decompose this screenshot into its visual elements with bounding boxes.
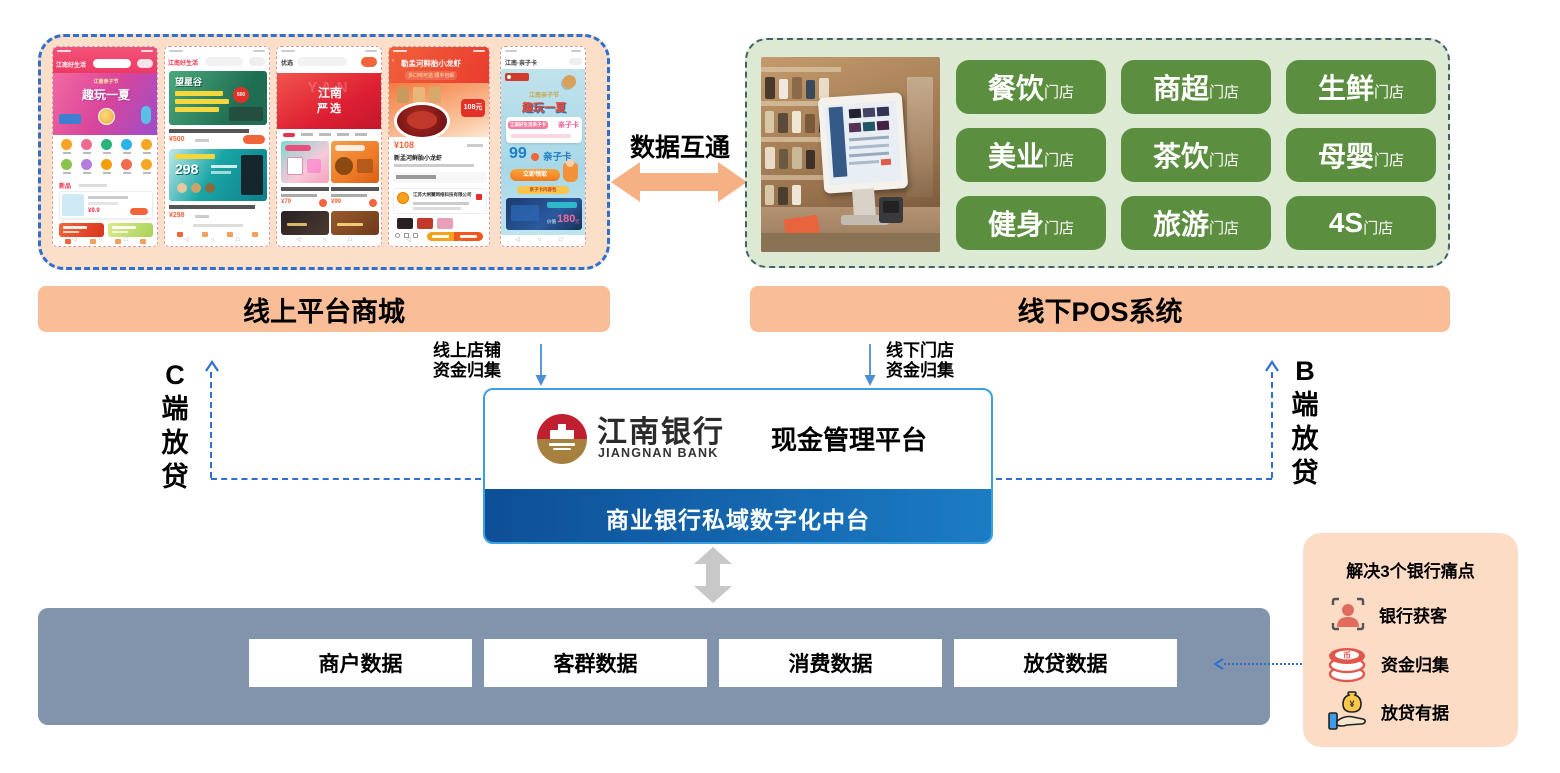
phone-screenshot-deals: 江南好生活 望星谷 500 ¥500 298 ¥298 <box>164 46 270 247</box>
online-collect-label: 线上店铺资金归集 <box>433 341 501 380</box>
store-btn-travel: 旅游门店 <box>1121 196 1271 250</box>
platform-title: 现金管理平台 <box>771 425 928 455</box>
phone-screenshot-family-card: 江南·亲子卡 江南亲子节 趣玩一夏 江南好生活亲子卡 亲子卡 99 亲子卡 立即… <box>500 46 586 247</box>
data-box-merchant: 商户数据 <box>249 639 472 687</box>
data-box-consumption: 消费数据 <box>719 639 942 687</box>
android-nav: ◁ ○ □ <box>296 237 362 243</box>
updown-arrow <box>694 547 732 603</box>
offline-collect-arrow <box>864 344 876 386</box>
svg-text:币: 币 <box>1343 650 1351 660</box>
phone-screenshot-home: 江南好生活 江南亲子节 趣玩一夏 新品 ¥9.9 <box>52 46 158 247</box>
c-side-dash-horizontal <box>211 478 481 480</box>
b-side-arrowhead <box>1265 360 1279 372</box>
phone-screenshot-selection: 优选 YAN 江南 严选 ¥79 ¥99 <box>276 46 382 247</box>
pain-dotted-arrowhead <box>1213 658 1224 670</box>
android-nav: ◁ ○ □ <box>72 237 138 243</box>
data-box-customer: 客群数据 <box>484 639 707 687</box>
pos-photo <box>761 57 940 252</box>
store-btn-supermarket: 商超门店 <box>1121 60 1271 114</box>
pain-label-acquisition: 银行获客 <box>1379 606 1447 626</box>
pain-points-title: 解决3个银行痛点 <box>1346 562 1475 581</box>
store-btn-tea: 茶饮门店 <box>1121 128 1271 182</box>
money-hand-icon: ¥ <box>1328 691 1367 730</box>
store-btn-beauty: 美业门店 <box>956 128 1106 182</box>
platform-subtitle: 商业银行私域数字化中台 <box>606 506 870 533</box>
user-scan-icon <box>1331 597 1365 631</box>
svg-text:¥: ¥ <box>1349 699 1354 709</box>
data-link-label: 数据互通 <box>629 134 730 162</box>
online-banner: 线上平台商城 <box>38 286 610 332</box>
offline-collect-label: 线下门店资金归集 <box>886 341 954 380</box>
pain-dotted-line <box>1224 663 1302 665</box>
store-btn-catering: 餐饮门店 <box>956 60 1106 114</box>
coins-icon: 币 <box>1328 648 1366 683</box>
android-nav: ◁ ○ □ <box>406 237 472 243</box>
bank-logo <box>537 414 587 464</box>
phone-screenshot-product: ‹ 勒孟河鲜胎小龙虾 多口味可选 顺丰包邮 108元 ¥108 新孟河鲜胎小龙虾… <box>388 46 490 247</box>
b-side-dash-vertical <box>1271 372 1273 478</box>
c-side-arrowhead <box>205 360 219 372</box>
offline-banner: 线下POS系统 <box>750 286 1450 332</box>
b-side-dash-horizontal <box>996 478 1272 480</box>
bidirectional-arrow <box>611 162 747 202</box>
pain-points-panel: 解决3个银行痛点 银行获客 币 资金归集 <box>1303 533 1518 747</box>
pain-label-collection: 资金归集 <box>1381 655 1449 675</box>
android-nav: ◁ ○ □ <box>184 237 250 243</box>
center-platform-box: 商业银行私域数字化中台 江南银行 JIANGNAN BANK 现金管理平台 <box>483 388 993 544</box>
online-collect-arrow <box>535 344 547 386</box>
store-btn-maternal: 母婴门店 <box>1286 128 1436 182</box>
store-btn-fitness: 健身门店 <box>956 196 1106 250</box>
data-box-loan: 放贷数据 <box>954 639 1177 687</box>
bank-name-en: JIANGNAN BANK <box>598 446 719 460</box>
bank-name-cn: 江南银行 <box>597 416 725 449</box>
c-side-dash-vertical <box>210 372 212 478</box>
store-btn-fresh: 生鲜门店 <box>1286 60 1436 114</box>
pain-label-evidence: 放贷有据 <box>1381 703 1449 723</box>
android-nav: ◁ ○ □ <box>515 237 571 243</box>
